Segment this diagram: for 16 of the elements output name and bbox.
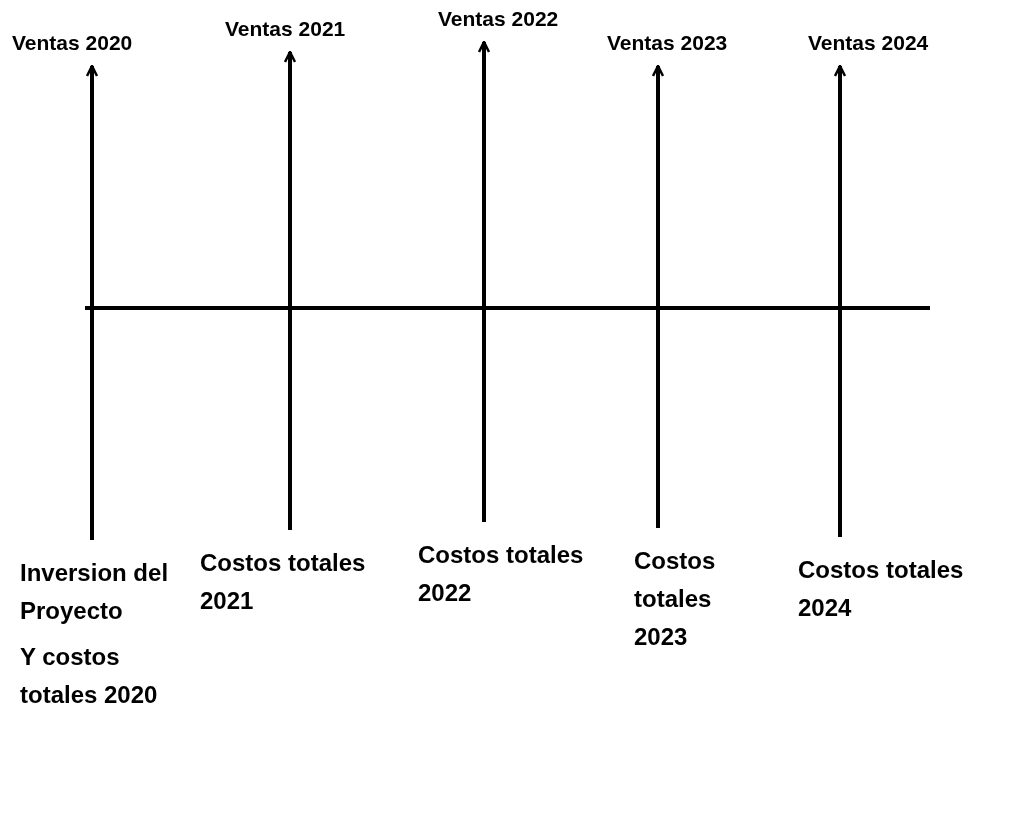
sales-label: Ventas 2023 (607, 30, 728, 56)
cost-label: Costos totales 2023 (634, 542, 744, 656)
cost-label: Costos totales 2021 (200, 544, 418, 620)
sales-label: Ventas 2020 (12, 30, 133, 56)
cost-label: Costos totales 2022 (418, 536, 634, 612)
cost-label: Costos totales 2024 (798, 551, 1018, 627)
sales-label: Ventas 2021 (225, 16, 346, 42)
sales-label: Ventas 2022 (438, 6, 559, 32)
arrow (651, 64, 665, 528)
arrow (833, 64, 847, 537)
sales-label: Ventas 2024 (808, 30, 929, 56)
arrow (477, 40, 491, 522)
cost-label: Y costos totales 2020 (20, 642, 159, 710)
arrow (283, 50, 297, 530)
investment-label: Inversion del Proyecto (20, 558, 170, 626)
arrow (85, 64, 99, 540)
